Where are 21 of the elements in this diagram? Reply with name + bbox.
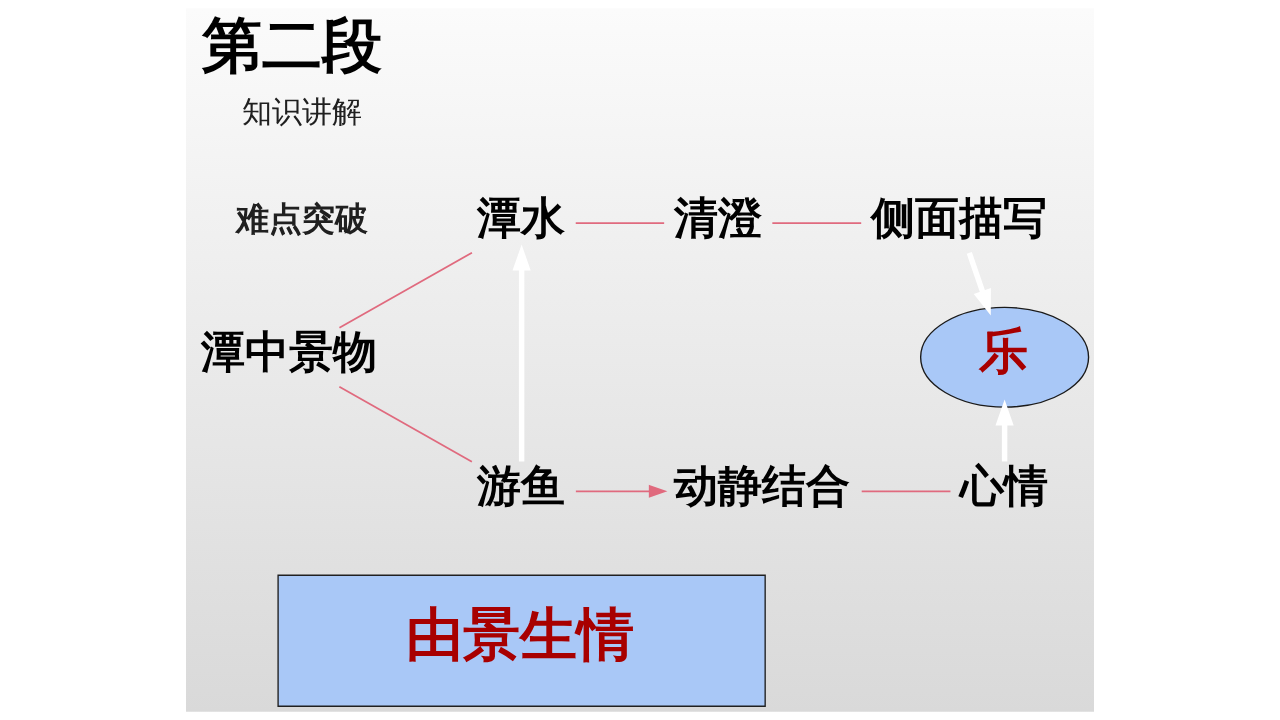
diagram-title: 第二段	[202, 9, 383, 80]
node-text: 清澄	[673, 191, 762, 243]
node-text: 游鱼	[477, 460, 566, 512]
connector	[338, 385, 473, 463]
arrow	[966, 251, 991, 316]
node-box: 由景生情	[277, 574, 766, 707]
node-text: 潭中景物	[201, 325, 378, 377]
connector	[338, 251, 473, 329]
arrow	[575, 484, 668, 498]
connector	[860, 490, 952, 493]
node-text: 心情	[960, 460, 1049, 512]
node-ellipse: 乐	[919, 306, 1090, 408]
arrow	[995, 399, 1014, 462]
node-text: 侧面描写	[870, 191, 1047, 243]
connector	[771, 222, 863, 225]
node-text: 潭水	[477, 191, 566, 243]
label: 知识讲解	[241, 94, 362, 130]
connector	[574, 222, 666, 225]
arrow	[512, 244, 531, 462]
node-text: 动静结合	[674, 460, 851, 512]
label: 难点突破	[235, 200, 368, 239]
